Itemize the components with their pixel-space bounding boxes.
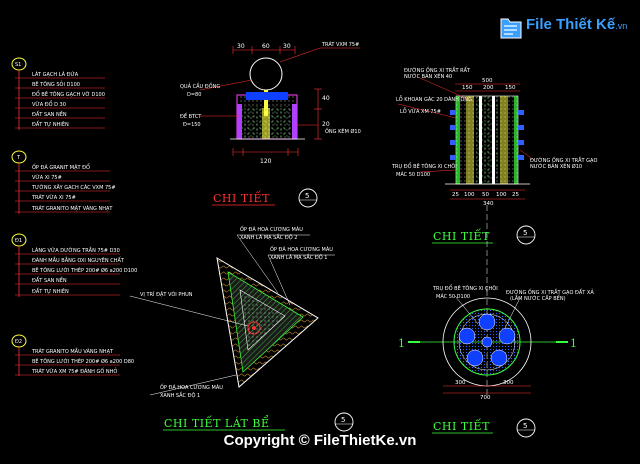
legend-line: TRÁT VỮA XI 75# <box>31 194 76 201</box>
callout: MÁC 50 D100 <box>396 171 430 178</box>
legend-line: LÁNG VỮA DƯỜNG TRẦN 75# D30 <box>32 246 120 254</box>
detail-title: CHI TIẾT LÁT BỂ <box>164 415 270 430</box>
callout: LỖ KHOAN GÁC 20 DÀNH ỐNG <box>396 95 472 103</box>
legend-group-d2: Đ2 TRÁT GRANITO MẦU VÀNG NHẠT BÊ TÔNG LƯ… <box>11 334 134 376</box>
dim-label: 500 <box>482 78 493 84</box>
legend-line: ỐP ĐÁ GRANIT MẶT ĐỔ <box>32 163 90 171</box>
callout: VỊ TRÍ ĐẶT VÒI PHUN <box>140 291 193 298</box>
callout: NƯỚC BẢN XÉN 40 <box>404 72 452 80</box>
legend-mark-d2: Đ2 <box>15 339 22 345</box>
legend-line: ĐẤT SAN NỀN <box>32 110 67 118</box>
callout: Đ=150 <box>183 122 201 128</box>
legend-line: LÁT GẠCH LÁ ĐỨA <box>32 71 79 78</box>
callout: LỖ VỮA XM 75# <box>400 107 441 115</box>
legend-panel: S1 LÁT GẠCH LÁ ĐỨA BÊ TÔNG SỎI D100 ĐỔ B… <box>11 57 137 376</box>
legend-line: ĐẤT TỰ NHIÊN <box>32 287 69 295</box>
legend-line: ĐẤT SAN NỀN <box>32 276 67 284</box>
brand-logo: File Thiết Kế.vn <box>498 12 627 42</box>
detail-title: CHI TIẾT <box>433 228 490 243</box>
dim-label: 150 <box>462 85 473 91</box>
legend-mark-t: T <box>16 155 21 161</box>
brand-main: Thiết Kế <box>556 16 616 33</box>
folder-icon <box>500 18 522 39</box>
callout: TRÁT VXM 75# <box>321 41 359 48</box>
detail-number: 5 <box>523 422 527 430</box>
dim-label: 20 <box>322 121 330 128</box>
legend-line: TƯỜNG XÂY GẠCH CÁC VXM 75# <box>31 184 116 191</box>
brand-suffix: .vn <box>615 21 628 31</box>
detail-title: CHI TIẾT <box>433 418 490 433</box>
callout: D=80 <box>187 92 201 98</box>
legend-mark-d1: Đ1 <box>15 238 22 244</box>
legend-line: TRÁT GRANITO MẶT VÀNG NHẠT <box>31 205 113 212</box>
callout: XANH LÁ MẠ SẮC ĐỘ 1 <box>270 253 327 261</box>
callout: TRỤ ĐỔ BÊ TÔNG XI CHÔI <box>391 162 457 170</box>
dim-label: 25 <box>452 192 459 198</box>
dim-label: 120 <box>260 158 272 165</box>
legend-line: VỮA ĐỔ D 30 <box>32 100 66 108</box>
detail-top-center: 30 60 30 40 20 120 TRÁT VXM 75# QUẢ C <box>180 41 361 208</box>
callout: ỐP ĐÁ HOA CƯƠNG MÀU <box>160 383 223 391</box>
detail-bottom-center: ỐP ĐÁ HOA CƯƠNG MÀU XANH LÁ MẠ SẮC ĐỘ 2 … <box>129 225 354 432</box>
callout: TRỤ ĐỔ BÊ TÔNG XI CHÔI <box>432 284 498 292</box>
dim-label: 25 <box>512 192 519 198</box>
callout: ĐƯỜNG ỐNG XI TRẮT GẠO <box>530 156 597 164</box>
callout: XANH LÁ MẠ SẮC ĐỘ 2 <box>240 233 297 241</box>
brand-text: File Thiết Kế.vn <box>526 16 627 33</box>
callout: ỐNG KẼM Ø10 <box>325 127 361 135</box>
legend-line: TRÁT GRANITO MẦU VÀNG NHẠT <box>31 347 114 355</box>
dim-label: 300 <box>503 380 514 386</box>
legend-line: BÊ TÔNG LƯỚI THÉP 200# Ø6 a200 D80 <box>32 357 134 365</box>
section-mark-left: 1 <box>398 337 406 350</box>
dim-label: 100 <box>464 192 475 198</box>
detail-number: 5 <box>305 192 309 200</box>
callout: ĐẾ BTCT <box>180 112 202 120</box>
dim-label: 40 <box>322 95 330 102</box>
callout: ỐP ĐÁ HOA CƯƠNG MÀU <box>270 245 333 253</box>
dim-label: 30 <box>283 43 291 50</box>
legend-line: VỮA XI 75# <box>32 174 62 181</box>
copyright-notice: Copyright © FileThietKe.vn <box>223 432 417 449</box>
legend-line: ĐẤT TỰ NHIÊN <box>32 120 69 128</box>
dim-label: 60 <box>262 43 270 50</box>
callout: MÁC 50 D100 <box>436 293 470 300</box>
detail-number: 5 <box>523 229 527 237</box>
detail-top-right: 500 150 200 150 25 100 50 100 25 340 ĐƯỜ… <box>391 66 597 292</box>
legend-line: TRÁT VỮA XM 75# ĐÁNH GỐ NHỎ <box>31 367 117 375</box>
dim-label: 100 <box>496 192 507 198</box>
dim-label: 200 <box>483 85 494 91</box>
brand-prefix: File <box>526 16 552 33</box>
legend-line: ĐÁNH MẦU BẰNG OXI NGUYÊN CHẤT <box>32 256 125 264</box>
callout: ĐƯỜNG ỐNG XI TRẮT GẠO ĐẤT XẢ <box>506 288 594 296</box>
legend-group-d1: Đ1 LÁNG VỮA DƯỜNG TRẦN 75# D30 ĐÁNH MẦU … <box>11 233 137 297</box>
dim-label: 700 <box>480 395 491 401</box>
dim-label: 30 <box>237 43 245 50</box>
legend-line: BÊ TÔNG LƯỚI THÉP 200# Ø6 a200 D100 <box>32 266 137 274</box>
callout: ĐƯỜNG ỐNG XI TRẮT RẤT <box>404 66 471 74</box>
legend-line: BÊ TÔNG SỎI D100 <box>32 80 80 88</box>
legend-line: ĐỔ BÊ TÔNG GẠCH VỠ D100 <box>32 90 105 98</box>
detail-number: 5 <box>341 416 345 424</box>
section-mark-right: 1 <box>570 337 578 350</box>
dim-label: 150 <box>505 85 516 91</box>
callout: NƯỚC BẢN XÉN Ø10 <box>530 162 582 170</box>
detail-title: CHI TIẾT <box>213 190 270 205</box>
callout: (LẮM NƯỚC CẤP BỂN) <box>510 294 566 302</box>
detail-bottom-right: 300 300 700 1 1 TRỤ ĐỔ BÊ TÔNG XI CHÔI M… <box>398 284 594 438</box>
legend-group-s1: S1 LÁT GẠCH LÁ ĐỨA BÊ TÔNG SỎI D100 ĐỔ B… <box>11 57 105 130</box>
dim-label: 300 <box>455 380 466 386</box>
legend-mark-s1: S1 <box>15 62 21 68</box>
dim-label: 340 <box>483 201 494 207</box>
callout: XANH SẮC ĐỘ 1 <box>160 391 200 399</box>
dim-label: 50 <box>482 192 489 198</box>
legend-group-t: T ỐP ĐÁ GRANIT MẶT ĐỔ VỮA XI 75# TƯỜNG X… <box>11 150 116 214</box>
callout: ỐP ĐÁ HOA CƯƠNG MÀU <box>240 225 303 233</box>
callout: QUẢ CẦU ĐỒNG <box>180 81 220 90</box>
